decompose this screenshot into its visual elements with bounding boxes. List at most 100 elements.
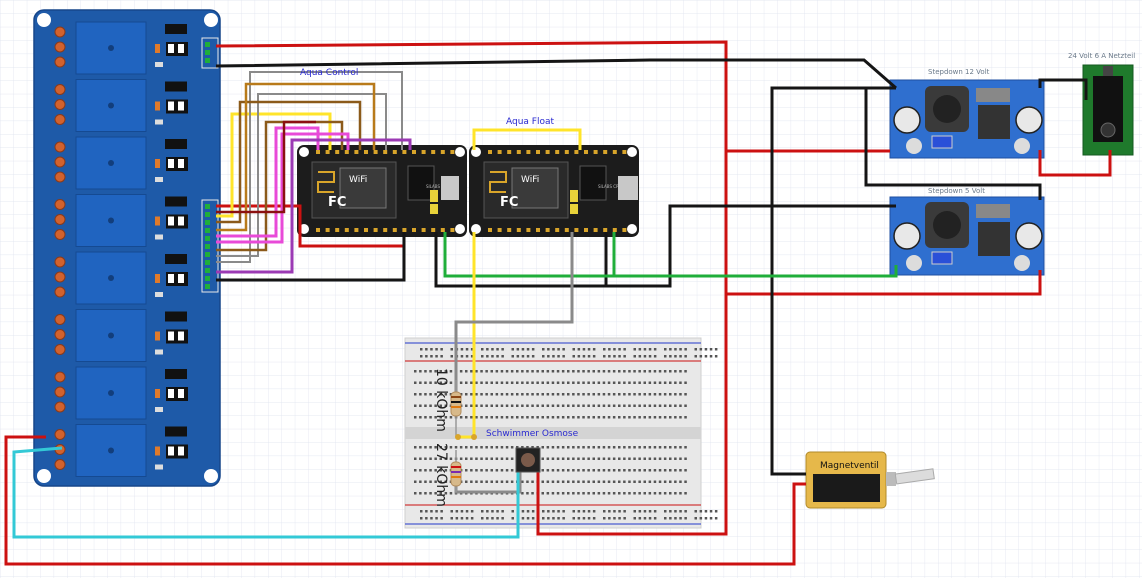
power-supply-jack (1082, 64, 1134, 156)
mcu-pin (344, 150, 349, 154)
mcu-pin (584, 228, 588, 232)
header-pin (205, 42, 210, 47)
header-pin (205, 260, 210, 265)
mcu-pin (421, 228, 426, 232)
wires (4, 40, 1112, 566)
header-pin (205, 228, 210, 233)
wifi-logo: WiFi (349, 175, 367, 185)
relay-unit (54, 366, 188, 420)
wire-yellow (216, 112, 332, 218)
wire-green (443, 232, 898, 278)
mcu-pin (612, 228, 617, 232)
label-resistor-27k: 27 kOhm (433, 443, 449, 507)
mcu-pin (545, 150, 550, 154)
mcu-pin (354, 150, 359, 154)
mcu-pin (574, 228, 579, 232)
mcu-aqua-float: WiFi FC SILABS CP2102 (469, 145, 639, 237)
wire-red (4, 435, 806, 566)
mcu-pin (622, 150, 627, 154)
solenoid-valve (805, 451, 935, 509)
header-pin (205, 50, 210, 55)
fc-logo: FC (500, 195, 518, 210)
mcu-pin (574, 150, 579, 154)
mcu-pin (507, 228, 512, 232)
label-aqua-control: Aqua Control (300, 68, 358, 78)
mcu-pin (450, 150, 455, 154)
mcu-pin (373, 150, 378, 154)
mcu-pin (354, 228, 359, 232)
mcu-pin (488, 228, 492, 232)
wire-grey (216, 93, 387, 257)
wire-black (770, 86, 890, 476)
mcu-pin (536, 228, 540, 232)
wifi-logo: WiFi (521, 175, 539, 185)
label-power-supply: 24 Volt 6 A Netzteil (1068, 52, 1135, 60)
mcu-pin (412, 228, 416, 232)
mcu-pin (364, 228, 368, 232)
junction-dot (455, 434, 461, 440)
usb-chip-label: SILABS CP2102 (598, 184, 629, 189)
wire-red (1038, 150, 1112, 177)
mcu-pin (516, 150, 521, 154)
wire-cyan (12, 446, 520, 539)
junction-dot (471, 434, 477, 440)
float-switch (515, 447, 541, 473)
mcu-pin (564, 150, 569, 154)
mcu-pin (497, 150, 502, 154)
mcu-pin (545, 228, 550, 232)
wire-orange (216, 82, 376, 232)
mcu-pin (392, 228, 397, 232)
wire-red (216, 120, 316, 214)
header-pin (205, 236, 210, 241)
mcu-pin (335, 228, 340, 232)
mcu-pin (325, 150, 330, 154)
wire-red (726, 270, 1042, 296)
header-pin (205, 284, 210, 289)
mcu-pin (335, 150, 340, 154)
mcu-pin (402, 150, 407, 154)
label-aqua-float: Aqua Float (506, 117, 554, 127)
mcu-aqua-float-pins (488, 150, 627, 232)
header-pin (205, 244, 210, 249)
stepdown-5v-module (889, 196, 1045, 276)
mcu-pin (526, 228, 531, 232)
mcu-pin (325, 228, 330, 232)
resistor-10k (450, 380, 462, 437)
mcu-aqua-control-pins (316, 150, 455, 232)
label-valve: Magnetventil (820, 461, 879, 471)
relay-unit (54, 136, 188, 190)
mcu-pin (603, 150, 608, 154)
breadboard-holes (414, 348, 718, 520)
mcu-pin (603, 228, 608, 232)
mcu-pin (555, 150, 560, 154)
relay-unit (54, 79, 188, 132)
header-pin (205, 212, 210, 217)
wire-red (215, 40, 728, 536)
wire-brown (216, 100, 362, 224)
mcu-pin (431, 228, 436, 232)
label-resistor-10k: 10 kOhm (433, 368, 449, 432)
mcu-pin (555, 228, 560, 232)
mcu-pin (316, 150, 320, 154)
resistor-27k (450, 450, 462, 492)
relay-unit (54, 251, 188, 305)
label-stepdown-12v: Stepdown 12 Volt (928, 68, 990, 76)
breadboard (404, 337, 718, 529)
mcu-aqua-control: WiFi FC SILABS CP2102 (297, 145, 467, 237)
mcu-pin (344, 228, 349, 232)
mcu-pin (440, 150, 445, 154)
wire-yellow (472, 128, 582, 150)
mcu-pin (488, 150, 492, 154)
wire-black (434, 204, 896, 288)
wire-purple (216, 138, 412, 274)
mcu-pin (383, 228, 388, 232)
wire-brown (216, 120, 344, 252)
mcu-pin (593, 228, 598, 232)
wire-black (215, 58, 897, 90)
fc-logo: FC (328, 195, 346, 210)
mcu-pin (373, 228, 378, 232)
mcu-pin (612, 150, 617, 154)
relay-board (33, 9, 221, 487)
mcu-pin (536, 150, 540, 154)
